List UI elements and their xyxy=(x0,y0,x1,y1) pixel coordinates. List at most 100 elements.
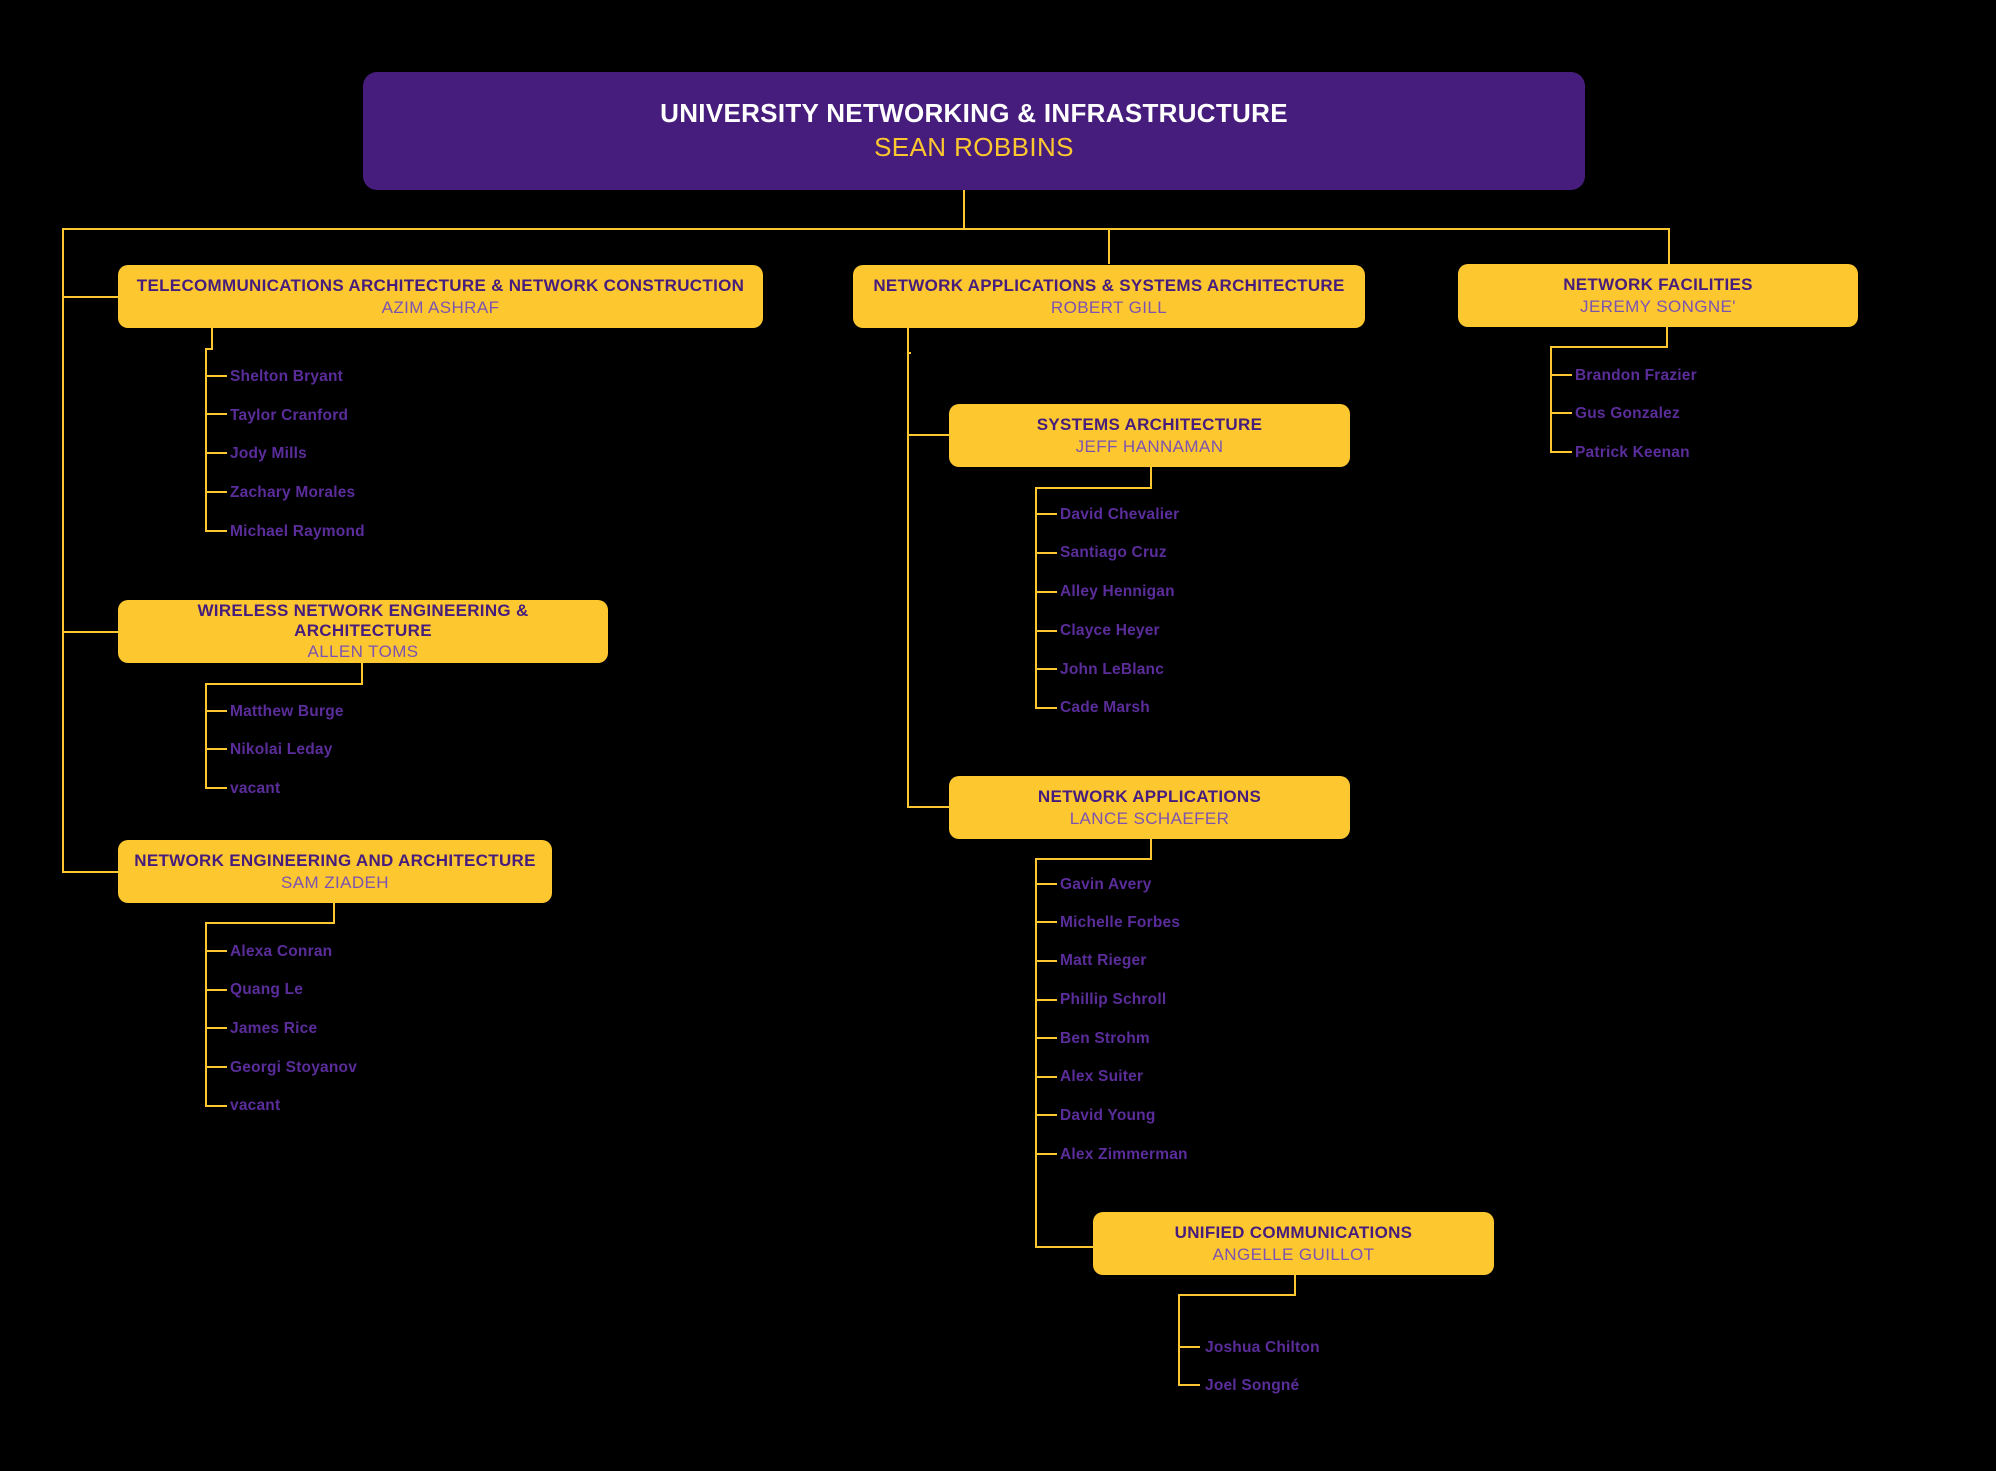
node-title: UNIFIED COMMUNICATIONS xyxy=(1174,1222,1413,1242)
connector-netfacilities-tick xyxy=(1550,374,1572,376)
node-name: JEFF HANNAMAN xyxy=(1075,436,1224,456)
staff-label: Brandon Frazier xyxy=(1575,367,1697,384)
node-systems-architecture[interactable]: SYSTEMS ARCHITECTURE JEFF HANNAMAN xyxy=(949,404,1350,467)
node-title: SYSTEMS ARCHITECTURE xyxy=(1036,414,1263,434)
staff-label: Matthew Burge xyxy=(230,703,344,720)
connector-middle-bus-top xyxy=(907,352,911,354)
connector-wireless-tick xyxy=(205,787,227,789)
connector-unifiedcomms-tick xyxy=(1178,1384,1200,1386)
node-name: SAM ZIADEH xyxy=(281,872,389,892)
node-wireless-network-engineering[interactable]: WIRELESS NETWORK ENGINEERING & ARCHITECT… xyxy=(118,600,608,663)
connector-netfacilities-spine xyxy=(1550,346,1552,453)
connector-sysarch-tick xyxy=(1035,668,1057,670)
connector-middle-to-netapps xyxy=(907,806,949,808)
staff-label: Gavin Avery xyxy=(1060,876,1152,893)
connector-netfacilities-tick xyxy=(1550,451,1572,453)
node-unified-communications[interactable]: UNIFIED COMMUNICATIONS ANGELLE GUILLOT xyxy=(1093,1212,1494,1275)
staff-label: Joshua Chilton xyxy=(1205,1339,1320,1356)
staff-label: Shelton Bryant xyxy=(230,368,344,385)
connector-sysarch-tick xyxy=(1035,513,1057,515)
staff-label: David Chevalier xyxy=(1060,506,1180,523)
connector-netapps-tick xyxy=(1035,960,1057,962)
node-title: UNIVERSITY NETWORKING & INFRASTRUCTURE xyxy=(660,98,1288,129)
connector-netengarch-spine xyxy=(205,922,207,1105)
connector-netapps-spine xyxy=(1035,858,1037,1248)
connector-unifiedcomms-tick xyxy=(1178,1346,1200,1348)
connector-middle-stem xyxy=(907,328,909,354)
connector-netengarch-tick xyxy=(205,1027,227,1029)
node-network-applications-systems-architecture[interactable]: NETWORK APPLICATIONS & SYSTEMS ARCHITECT… xyxy=(853,265,1365,328)
connector-drop-right xyxy=(1668,228,1670,264)
connector-netapps-tick xyxy=(1035,999,1057,1001)
connector-left-to-netengarch xyxy=(62,871,118,873)
node-title: WIRELESS NETWORK ENGINEERING & ARCHITECT… xyxy=(197,601,529,640)
connector-unifiedcomms-stem xyxy=(1294,1274,1296,1296)
node-telecommunications-architecture[interactable]: TELECOMMUNICATIONS ARCHITECTURE & NETWOR… xyxy=(118,265,763,328)
staff-label: Alexa Conran xyxy=(230,943,333,960)
connector-netapps-tick xyxy=(1035,1076,1057,1078)
node-title: TELECOMMUNICATIONS ARCHITECTURE & NETWOR… xyxy=(136,275,745,295)
staff-label: Georgi Stoyanov xyxy=(230,1059,358,1076)
node-name: SEAN ROBBINS xyxy=(874,132,1074,162)
staff-label: Nikolai Leday xyxy=(230,741,333,758)
node-root-university-networking[interactable]: UNIVERSITY NETWORKING & INFRASTRUCTURE S… xyxy=(363,72,1585,190)
connector-drop-middle xyxy=(1108,228,1110,264)
node-title: NETWORK APPLICATIONS & SYSTEMS ARCHITECT… xyxy=(873,275,1345,295)
connector-netapps-bus-top xyxy=(1035,858,1152,860)
node-name: AZIM ASHRAF xyxy=(381,297,500,317)
node-name: ROBERT GILL xyxy=(1050,297,1168,317)
connector-middle-trunk xyxy=(907,352,909,808)
connector-left-to-telecom xyxy=(62,296,118,298)
staff-label: James Rice xyxy=(230,1020,318,1037)
connector-sysarch-tick xyxy=(1035,707,1057,709)
staff-label: Zachary Morales xyxy=(230,484,356,501)
connector-telecom-tick xyxy=(205,375,227,377)
connector-sysarch-stem xyxy=(1150,467,1152,489)
node-title: NETWORK APPLICATIONS xyxy=(1037,786,1262,806)
connector-netfacilities-tick xyxy=(1550,412,1572,414)
connector-telecom-stem xyxy=(211,328,213,350)
staff-label: Patrick Keenan xyxy=(1575,444,1690,461)
connector-wireless-spine xyxy=(205,683,207,788)
node-title: NETWORK FACILITIES xyxy=(1563,274,1753,294)
connector-telecom-tick xyxy=(205,491,227,493)
connector-sysarch-spine xyxy=(1035,487,1037,707)
connector-netapps-tick xyxy=(1035,883,1057,885)
connector-netengarch-tick xyxy=(205,1105,227,1107)
staff-label: vacant xyxy=(230,1097,281,1114)
connector-netapps-to-unifiedcomms xyxy=(1035,1246,1095,1248)
connector-sysarch-tick xyxy=(1035,591,1057,593)
staff-label: Cade Marsh xyxy=(1060,699,1150,716)
connector-wireless-stem xyxy=(361,663,363,685)
node-network-applications[interactable]: NETWORK APPLICATIONS LANCE SCHAEFER xyxy=(949,776,1350,839)
staff-label: Matt Rieger xyxy=(1060,952,1147,969)
connector-netengarch-tick xyxy=(205,950,227,952)
connector-netapps-tick xyxy=(1035,1037,1057,1039)
connector-netengarch-tick xyxy=(205,1066,227,1068)
connector-netfacilities-stem xyxy=(1666,326,1668,348)
connector-root-stem xyxy=(963,190,965,230)
node-network-engineering-architecture[interactable]: NETWORK ENGINEERING AND ARCHITECTURE SAM… xyxy=(118,840,552,903)
connector-left-to-wireless xyxy=(62,631,118,633)
connector-sysarch-tick xyxy=(1035,552,1057,554)
connector-unifiedcomms-spine xyxy=(1178,1294,1180,1385)
node-name: LANCE SCHAEFER xyxy=(1069,808,1230,828)
connector-wireless-bus-top xyxy=(205,683,363,685)
connector-netapps-tick xyxy=(1035,1153,1057,1155)
connector-sysarch-tick xyxy=(1035,630,1057,632)
connector-telecom-bus-top xyxy=(205,348,213,350)
connector-netapps-stem xyxy=(1150,838,1152,860)
node-network-facilities[interactable]: NETWORK FACILITIES JEREMY SONGNE' xyxy=(1458,264,1858,327)
staff-label: Alley Hennigan xyxy=(1060,583,1175,600)
staff-label: Gus Gonzalez xyxy=(1575,405,1680,422)
staff-label: Santiago Cruz xyxy=(1060,544,1167,561)
staff-label: Clayce Heyer xyxy=(1060,622,1160,639)
connector-unifiedcomms-bus-top xyxy=(1178,1294,1296,1296)
connector-telecom-tick xyxy=(205,413,227,415)
staff-label: Alex Zimmerman xyxy=(1060,1146,1188,1163)
staff-label: vacant xyxy=(230,780,281,797)
node-name: ANGELLE GUILLOT xyxy=(1212,1244,1375,1264)
staff-label: Joel Songné xyxy=(1205,1377,1300,1394)
connector-netfacilities-bus-top xyxy=(1550,346,1668,348)
